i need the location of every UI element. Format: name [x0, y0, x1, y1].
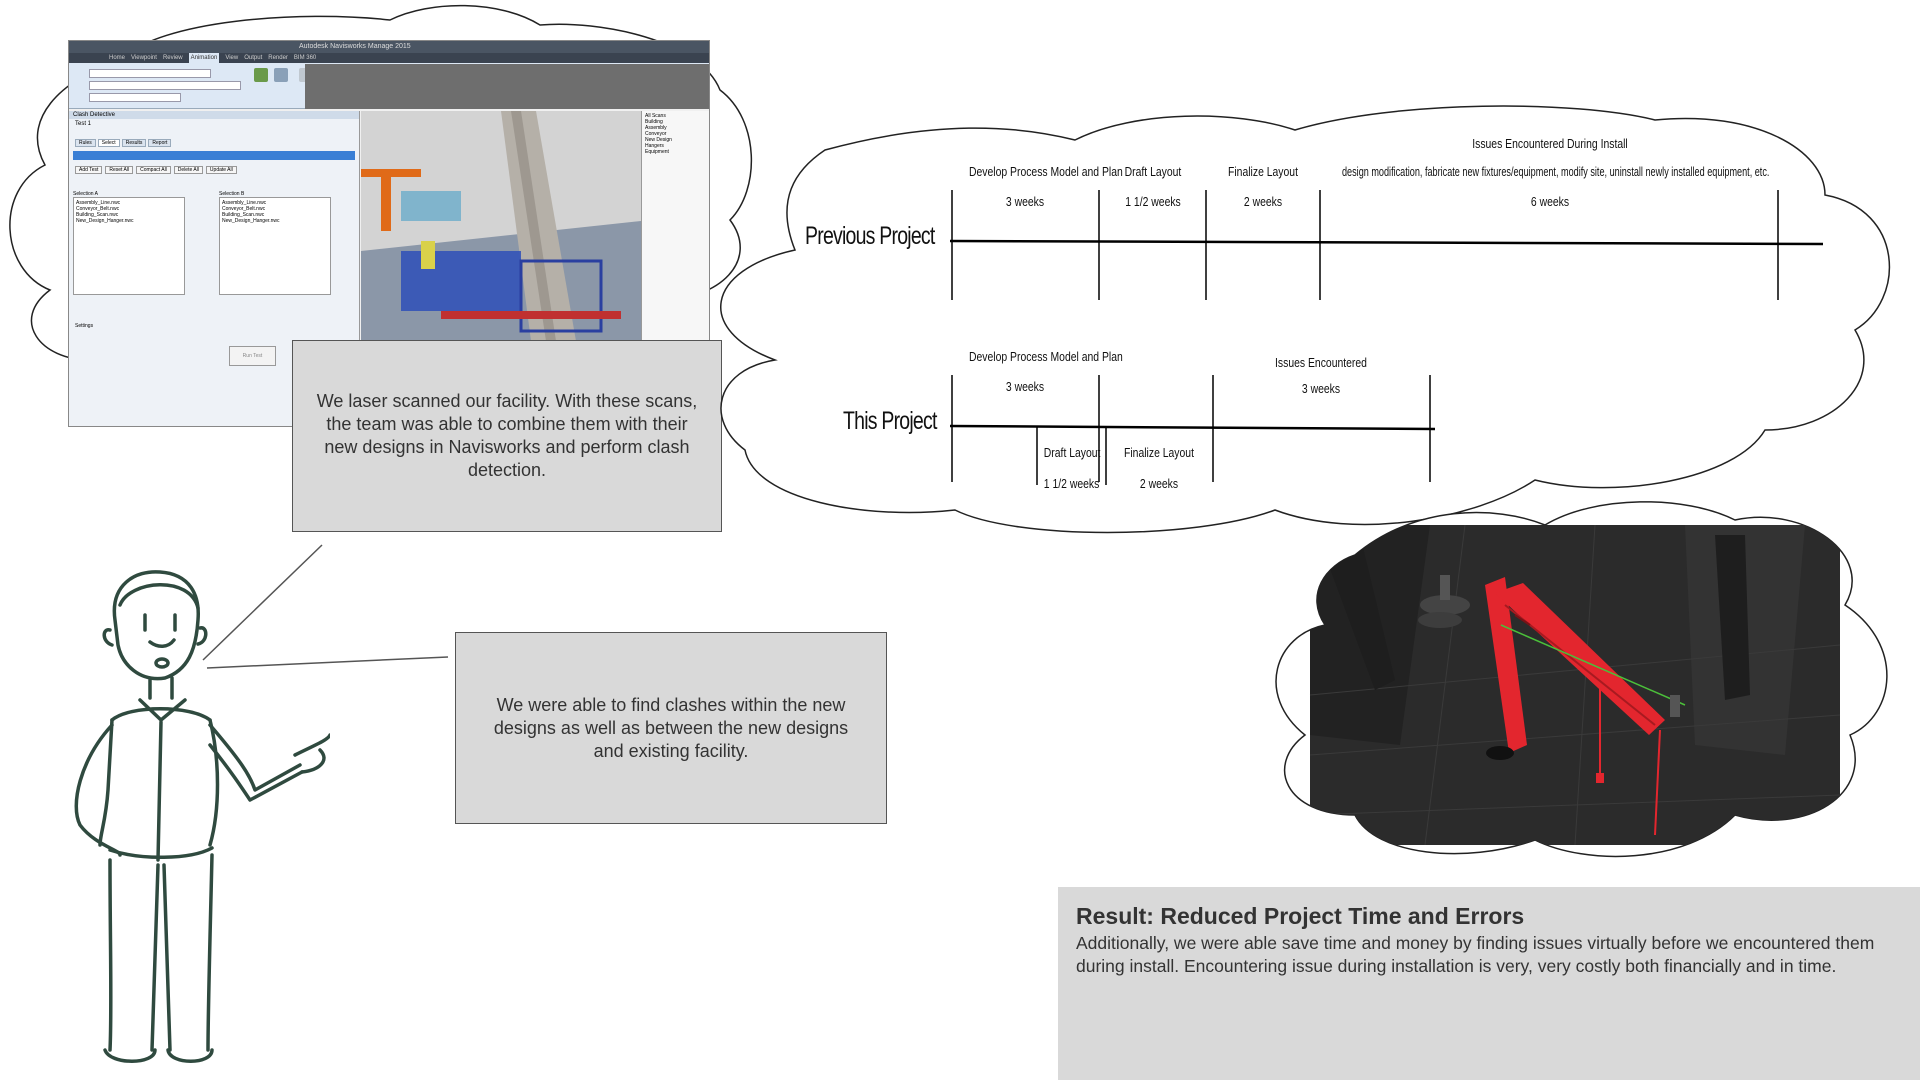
result-title: Result: Reduced Project Time and Errors: [1076, 903, 1525, 929]
list-item[interactable]: Building_Scan.nwc: [222, 212, 265, 218]
panel-title: Clash Detective: [69, 111, 359, 119]
delete-all-button[interactable]: Delete All: [173, 166, 203, 174]
ribbon-tab[interactable]: Output: [244, 55, 263, 61]
tree-item[interactable]: New Design: [645, 137, 672, 143]
reset-all-button[interactable]: Reset All: [105, 166, 134, 174]
ribbon-tab[interactable]: BIM 360: [293, 55, 317, 61]
phase-duration: 1 1/2 weeks: [1125, 194, 1181, 209]
phase-duration: 3 weeks: [1005, 194, 1045, 209]
list-item[interactable]: New_Design_Hanger.nwc: [222, 218, 280, 224]
test-name: Test 1: [75, 121, 92, 127]
laser-scan-caption-text: We laser scanned our facility. With thes…: [316, 391, 698, 480]
phase-label: Develop Process Model and Plan: [969, 164, 1123, 179]
tree-item[interactable]: Hangers: [645, 143, 664, 149]
run-test-button[interactable]: Run Test: [229, 346, 276, 366]
ribbon-tab[interactable]: Render: [268, 55, 288, 61]
ribbon-tab[interactable]: Review: [162, 55, 183, 61]
render-cloud-svg: [1275, 501, 1888, 858]
timeline-cloud: Previous Project This Project Develop Pr…: [715, 100, 1915, 540]
ribbon-tab[interactable]: View: [225, 55, 239, 61]
laser-scan-caption: We laser scanned our facility. With thes…: [292, 340, 722, 532]
3d-viewport[interactable]: [361, 111, 641, 341]
tab-rules[interactable]: Rules: [75, 139, 96, 147]
update-all-button[interactable]: Update All: [205, 166, 237, 174]
selection-a-label: Selection A: [73, 191, 99, 197]
presenter-figure: [74, 570, 332, 1063]
clash-caption: We were able to find clashes within the …: [455, 632, 887, 824]
phase-duration: 2 weeks: [1139, 476, 1179, 491]
phase-detail: design modification, fabricate new fixtu…: [1342, 164, 1770, 179]
settings-label: Settings: [75, 323, 94, 329]
ribbon-tab[interactable]: Home: [109, 55, 126, 61]
phase-label: Develop Process Model and Plan: [969, 349, 1123, 364]
this-project-label: This Project: [843, 407, 937, 435]
selected-test-row[interactable]: [73, 151, 355, 160]
list-item[interactable]: Conveyor_Belt.nwc: [222, 206, 266, 212]
result-body: Additionally, we were able save time and…: [1076, 933, 1875, 976]
clash-caption-text: We were able to find clashes within the …: [493, 694, 849, 761]
tree-item[interactable]: Equipment: [645, 149, 669, 155]
ribbon-tab[interactable]: Viewpoint: [131, 55, 157, 61]
selection-b-label: Selection B: [219, 191, 245, 197]
selection-a: Selection A Assembly_Line.nwc Conveyor_B…: [73, 191, 185, 296]
tab-report[interactable]: Report: [148, 139, 172, 147]
previous-project-label: Previous Project: [805, 222, 935, 250]
ribbon-tabs: Home Viewpoint Review Animation View Out…: [69, 53, 709, 63]
enable-scripts-icon[interactable]: [254, 68, 268, 82]
phase-label: Issues Encountered During Install: [1472, 136, 1628, 151]
tree-item[interactable]: Assembly: [645, 125, 667, 131]
previous-project-axis: [949, 239, 1824, 246]
test-buttons: Add Test Reset All Compact All Delete Al…: [69, 162, 359, 178]
phase-duration: 6 weeks: [1530, 194, 1570, 209]
phase-duration: 2 weeks: [1243, 194, 1283, 209]
title-bar: Autodesk Navisworks Manage 2015: [69, 41, 709, 53]
selection-a-list[interactable]: Assembly_Line.nwc Conveyor_Belt.nwc Buil…: [73, 197, 185, 295]
list-item[interactable]: Assembly_Line.nwc: [222, 200, 267, 206]
phase-duration: 3 weeks: [1301, 381, 1341, 396]
phase-label: Draft Layout: [1043, 445, 1101, 460]
tree-item[interactable]: Conveyor: [645, 131, 667, 137]
speech-pointer: [202, 544, 449, 669]
result-box: Result: Reduced Project Time and Errors …: [1058, 887, 1920, 1080]
phase-label: Issues Encountered: [1275, 355, 1367, 370]
phase-label: Draft Layout: [1124, 164, 1182, 179]
phase-label: Finalize Layout: [1228, 164, 1298, 179]
ribbon-tab-active[interactable]: Animation: [188, 53, 220, 63]
phase-duration: 3 weeks: [1005, 379, 1045, 394]
test-tabs: Rules Select Results Report: [69, 137, 359, 149]
animator-icon[interactable]: [274, 68, 288, 82]
tab-select[interactable]: Select: [97, 139, 120, 147]
list-item[interactable]: Assembly_Line.nwc: [76, 200, 121, 206]
timeline-chart: [949, 190, 1824, 485]
ribbon-controls: [89, 69, 259, 102]
presenter-illustration: [40, 560, 332, 1070]
tab-results[interactable]: Results: [121, 139, 147, 147]
render-cloud: [1265, 495, 1895, 865]
selection-b: Selection B Assembly_Line.nwc Conveyor_B…: [219, 191, 331, 296]
compact-all-button[interactable]: Compact All: [136, 166, 171, 174]
phase-duration: 1 1/2 weeks: [1043, 476, 1100, 491]
tree-item[interactable]: Building: [645, 119, 663, 125]
tree-item[interactable]: All Scans: [645, 113, 666, 119]
phase-label: Finalize Layout: [1124, 445, 1194, 460]
scene-toolbar: [305, 64, 709, 109]
this-project-axis: [949, 424, 1436, 431]
list-item[interactable]: New_Design_Hanger.nwc: [76, 218, 134, 224]
add-test-button[interactable]: Add Test: [75, 166, 103, 174]
crane-column: [1485, 577, 1527, 753]
scan-scene: [361, 111, 641, 341]
list-item[interactable]: Conveyor_Belt.nwc: [76, 206, 120, 212]
list-item[interactable]: Building_Scan.nwc: [76, 212, 119, 218]
selection-b-list[interactable]: Assembly_Line.nwc Conveyor_Belt.nwc Buil…: [219, 197, 331, 295]
